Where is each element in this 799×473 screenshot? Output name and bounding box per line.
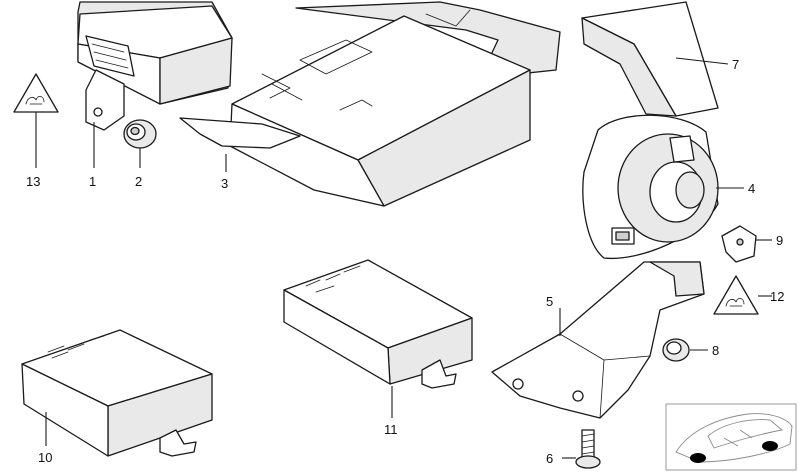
callouts: 1 2 3 4 5 6 7 8 9 10 11 12 13 <box>26 57 784 466</box>
part-3-housing-tray <box>179 1 561 207</box>
car-thumbnail-icon <box>665 403 797 471</box>
callout-12: 12 <box>770 289 784 304</box>
callout-9: 9 <box>776 233 783 248</box>
part-7-cover <box>581 1 719 117</box>
part-11-control-unit <box>283 259 473 389</box>
warning-triangle-icon <box>13 73 59 113</box>
leader-lines <box>35 57 772 459</box>
callout-6: 6 <box>546 451 553 466</box>
callout-1: 1 <box>89 174 96 189</box>
callout-11: 11 <box>384 422 398 437</box>
part-2-grommet <box>123 119 157 149</box>
part-5-bracket <box>491 261 705 419</box>
part-10-control-unit <box>21 329 213 457</box>
part-1-control-module <box>77 1 233 131</box>
part-4-horn <box>582 114 719 260</box>
warning-triangle-icon <box>713 275 759 315</box>
callout-3: 3 <box>221 176 228 191</box>
callout-5: 5 <box>546 294 553 309</box>
callout-8: 8 <box>712 343 719 358</box>
callout-2: 2 <box>135 174 142 189</box>
part-8-grommet <box>662 338 690 362</box>
callout-13: 13 <box>26 174 40 189</box>
callout-4: 4 <box>748 181 755 196</box>
part-9-clip <box>721 225 757 263</box>
callout-7: 7 <box>732 57 739 72</box>
part-6-bolt <box>575 429 601 469</box>
callout-10: 10 <box>38 450 52 465</box>
